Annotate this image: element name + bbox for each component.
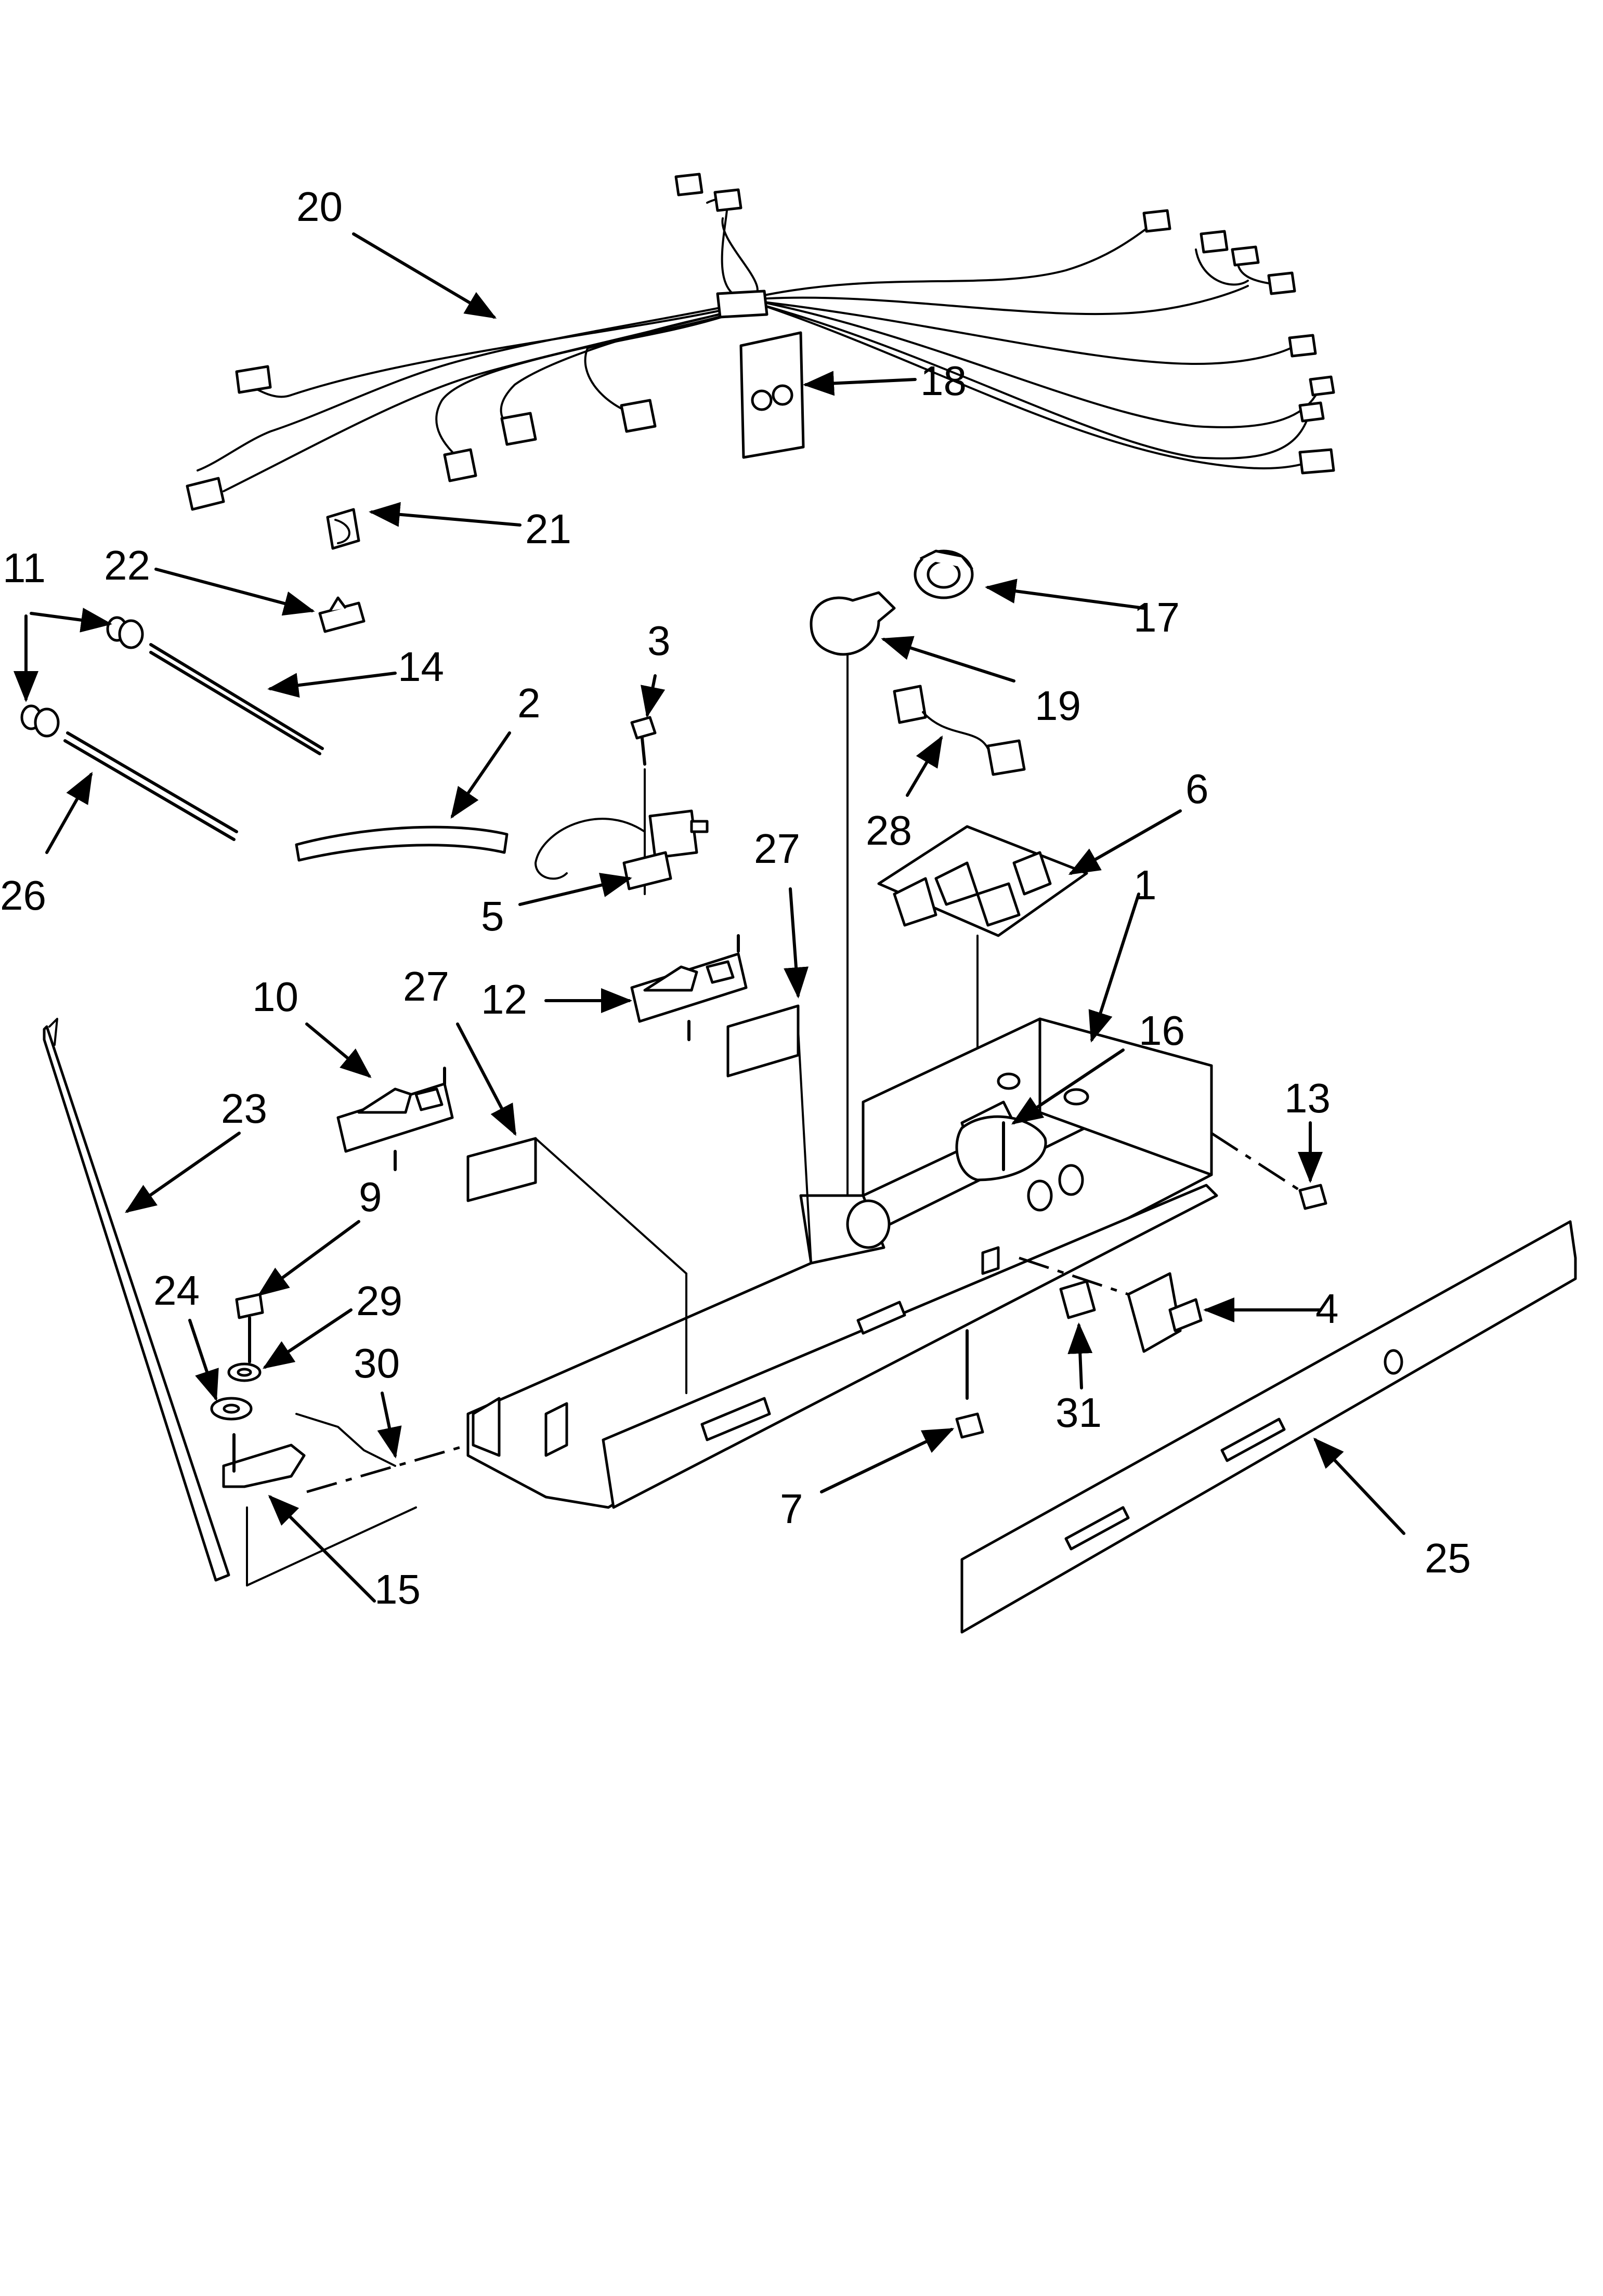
wire-connector [893, 685, 1026, 776]
label-27-right [726, 1004, 800, 1078]
callout-3: 3 [647, 618, 671, 664]
callout-26: 26 [0, 872, 46, 919]
hinge-screw [235, 1293, 264, 1363]
hinge-bracket [222, 1433, 417, 1586]
callout-29: 29 [356, 1278, 402, 1324]
callout-23: 23 [221, 1085, 267, 1132]
screw-13 [1210, 1132, 1327, 1210]
callout-13: 13 [1284, 1075, 1331, 1121]
bracket-10 [336, 1067, 454, 1171]
callout-18: 18 [920, 358, 967, 404]
callout-4: 4 [1315, 1285, 1339, 1332]
callout-21: 21 [525, 506, 571, 552]
centerline [306, 1444, 468, 1493]
knob [1059, 1280, 1096, 1319]
pad-and-screw [955, 1115, 1047, 1182]
washer-24 [210, 1397, 253, 1421]
callout-24: 24 [153, 1267, 200, 1314]
callout-6: 6 [1185, 766, 1209, 812]
long-rod [43, 1018, 230, 1582]
callout-31: 31 [1055, 1389, 1102, 1436]
callout-5: 5 [481, 893, 504, 939]
callout-20: 20 [296, 183, 343, 230]
switch-assembly [535, 768, 709, 895]
rod-lower [20, 704, 238, 841]
harness-clip [326, 508, 360, 550]
leader-lines [14, 232, 1405, 1603]
callout-22: 22 [104, 542, 150, 588]
grommet-plate [739, 331, 805, 459]
callouts: 20 18 21 22 11 14 3 2 26 5 17 19 28 6 27… [0, 183, 1471, 1612]
callout-10: 10 [252, 974, 298, 1020]
bracket-12 [630, 934, 748, 1041]
spring-30 [295, 1413, 396, 1467]
screw-3 [630, 716, 657, 766]
callout-27-top: 27 [754, 825, 800, 872]
screw-7 [955, 1329, 984, 1439]
light-bulb [810, 591, 896, 1207]
callout-27-left: 27 [403, 963, 449, 1009]
washer-29 [227, 1362, 262, 1382]
callout-14: 14 [398, 644, 444, 690]
control-board [877, 825, 1088, 1082]
callout-17: 17 [1133, 594, 1180, 640]
callout-7: 7 [780, 1486, 803, 1532]
callout-1: 1 [1133, 862, 1157, 908]
callout-16: 16 [1139, 1007, 1185, 1054]
callout-12: 12 [481, 976, 527, 1022]
callout-11: 11 [3, 545, 46, 591]
callout-15: 15 [374, 1566, 421, 1612]
front-panel [960, 1220, 1577, 1634]
callout-9: 9 [359, 1174, 382, 1220]
wire-harness [186, 173, 1335, 511]
lamp-socket [914, 549, 974, 599]
control-housing [466, 1017, 1218, 1509]
callout-28: 28 [866, 807, 912, 854]
callout-30: 30 [354, 1340, 400, 1386]
callout-19: 19 [1035, 683, 1081, 729]
label-27-left [466, 1137, 537, 1202]
tube [295, 825, 509, 862]
wire-clip [318, 596, 366, 633]
callout-25: 25 [1425, 1535, 1471, 1581]
thermostat-control [1019, 1256, 1203, 1353]
rod-upper [106, 616, 324, 755]
callout-2: 2 [517, 680, 541, 726]
